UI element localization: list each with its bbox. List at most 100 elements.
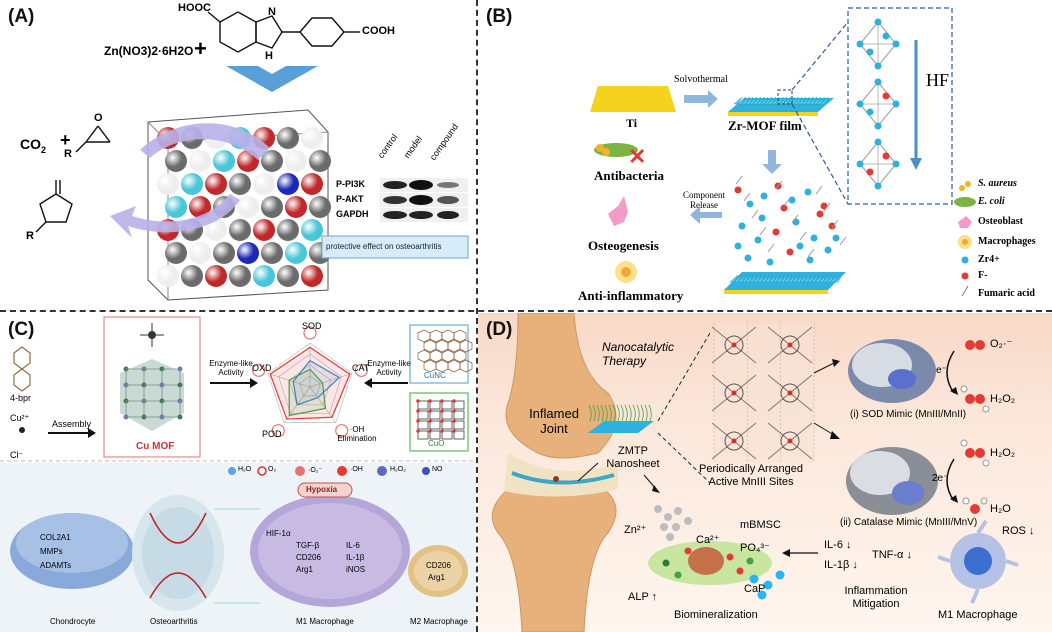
m1-marker-il1b: IL-1β — [346, 553, 365, 562]
mn-framework — [711, 323, 815, 463]
mof-spike — [802, 274, 812, 283]
panel-d-graphics — [491, 313, 1019, 632]
mof-spike — [800, 96, 810, 105]
arrow-right-icon — [684, 90, 718, 108]
mof-atom — [261, 150, 283, 172]
panel-b-graphics: ✕ — [590, 7, 976, 297]
cu-mof-label: Cu MOF — [136, 441, 175, 452]
blot-row-akt: P-AKT — [336, 194, 364, 204]
mof-atom — [277, 173, 299, 195]
caption-m2: M2 Macrophage — [410, 617, 468, 626]
mn-site — [731, 342, 737, 348]
fumaric-acid-molecule — [791, 214, 799, 224]
mof-spike — [767, 96, 776, 105]
zr-atom — [866, 48, 874, 56]
mof-atom — [229, 173, 251, 195]
assembly-label: Assembly — [52, 419, 92, 429]
mn-site — [787, 438, 793, 444]
mof-spike — [737, 274, 746, 283]
fumaric-acid-molecule — [799, 231, 807, 241]
hooc-label: HOOC — [178, 2, 211, 14]
zr-atom — [892, 100, 900, 108]
radar-grid — [288, 364, 332, 406]
mof-spike — [752, 274, 762, 283]
legend-macrophages: Macrophages — [978, 236, 1036, 247]
legend-h2o: H₂O — [238, 466, 252, 473]
alp-label: ALP ↑ — [628, 591, 658, 603]
mof-atom — [253, 219, 275, 241]
mof-spike — [733, 274, 743, 283]
r-label-1: R — [64, 148, 72, 160]
mof-atom — [309, 196, 331, 218]
chevron-down-icon — [226, 66, 318, 92]
ros-icon — [271, 424, 285, 438]
zn-particle — [674, 507, 682, 515]
cat-label: CAT — [352, 363, 370, 373]
mof-spike — [779, 274, 789, 283]
chondro-marker-mmps: MMPs — [40, 547, 63, 556]
cap-particle — [749, 574, 759, 584]
cuo-box — [409, 392, 469, 452]
mof-spike — [833, 274, 843, 283]
cunc-box — [409, 324, 469, 384]
zmtp-label: ZMTP Nanosheet — [606, 445, 660, 470]
released-ion — [786, 248, 794, 256]
mof-spike — [744, 96, 754, 105]
zr-atom — [874, 78, 882, 86]
zr-atom — [874, 18, 882, 26]
nanocatalytic-label: Nanocatalytic Therapy — [602, 340, 675, 368]
mof-spike — [763, 96, 773, 105]
western-blot — [380, 178, 468, 222]
arrow-left-icon — [690, 206, 722, 224]
horizontal-divider — [0, 310, 1052, 312]
mn-site — [787, 342, 793, 348]
mof-atom — [285, 196, 307, 218]
fumaric-acid-molecule — [743, 192, 751, 202]
mof-spikes-top — [733, 96, 829, 105]
mof-atom — [205, 265, 227, 287]
mof-atom — [301, 219, 323, 241]
fumaric-acid-molecule — [831, 219, 839, 229]
arrow-down-icon — [762, 150, 782, 174]
panel-d-label: (D) — [486, 319, 513, 340]
fumaric-acid-molecule — [839, 236, 847, 246]
mof-atom — [165, 242, 187, 264]
panel-c-graphics — [0, 316, 476, 632]
cuo-label: CuO — [428, 439, 445, 448]
m1-marker-inos: iNOS — [346, 565, 366, 574]
mof-spike — [795, 274, 804, 283]
cu-mof-atom — [177, 414, 183, 420]
radar-series — [269, 346, 351, 420]
r-label-2: R — [26, 230, 34, 242]
hf-label: HF — [926, 70, 950, 90]
ros-label: ROS ↓ — [1002, 525, 1035, 537]
mbmsc-label: mBMSC — [740, 519, 781, 531]
mof-atom — [213, 242, 235, 264]
released-ion — [832, 234, 840, 242]
panel-a: (A) — [0, 0, 476, 310]
ion-dot — [662, 559, 670, 567]
mof-spike — [791, 274, 800, 283]
mof-spike — [798, 274, 808, 283]
mof-spike — [806, 274, 816, 283]
mof-spike — [768, 274, 777, 283]
mof-spike — [787, 274, 797, 283]
cu-ion — [19, 427, 25, 433]
mof-spike — [829, 274, 839, 283]
h2o2-label-a: H₂O₂ — [990, 393, 1016, 405]
ca-label: Ca²⁺ — [696, 534, 720, 546]
fumaric-acid-molecule — [783, 197, 791, 207]
pod-label: POD — [262, 429, 282, 439]
legend-fumaric: Fumaric acid — [978, 288, 1035, 299]
mof-spike — [819, 96, 829, 105]
mof-atom — [261, 242, 283, 264]
m2-marker-cd206: CD206 — [426, 561, 451, 570]
biomin-label: Biomineralization — [674, 609, 758, 621]
mof-atom — [229, 265, 251, 287]
curved-arrow-top — [140, 123, 270, 160]
mof-atom — [181, 173, 203, 195]
h2o2-label-b: H₂O₂ — [990, 447, 1016, 459]
mof-spike — [740, 96, 750, 105]
released-ion — [772, 228, 780, 236]
zr-atom — [892, 40, 900, 48]
